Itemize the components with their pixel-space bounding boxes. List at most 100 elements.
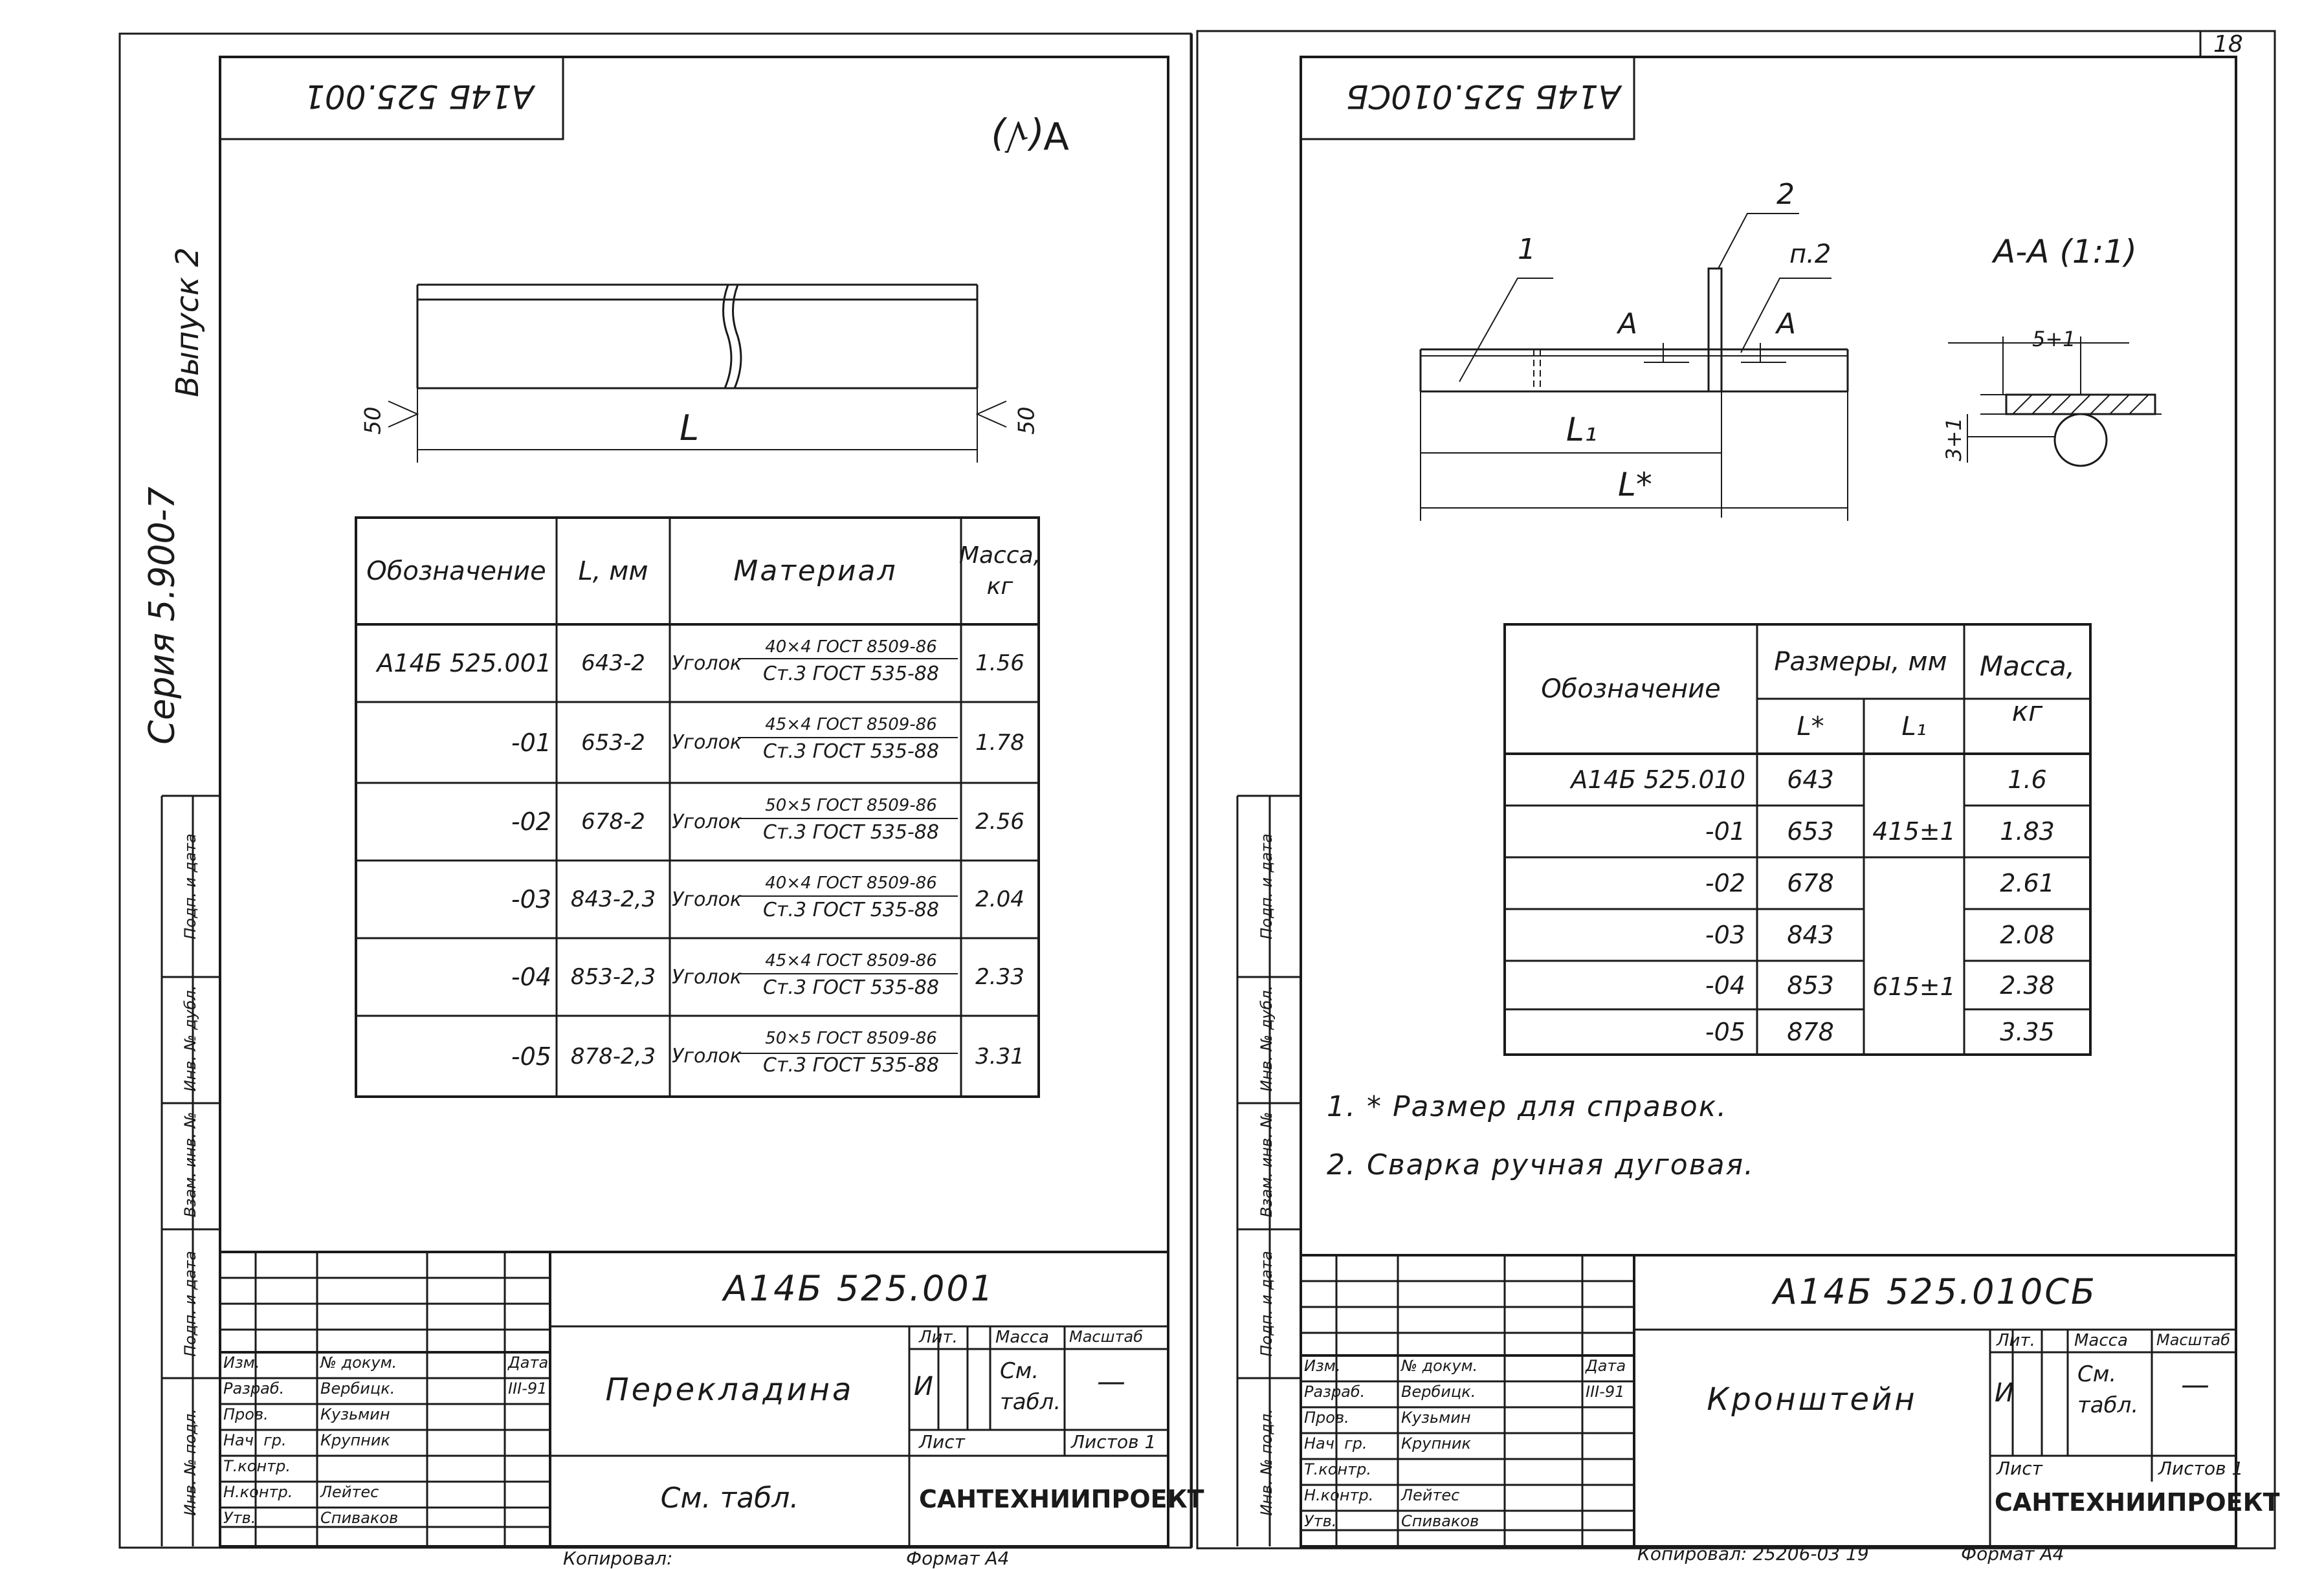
left-lit-header: Лит. <box>919 1328 958 1347</box>
table-row-designation: -03 <box>1705 921 1745 949</box>
side-stamp-label: Инв. № подл. <box>181 1409 199 1516</box>
stamp-role: Разраб. <box>223 1379 285 1398</box>
weld-right-label: 50 <box>1013 406 1040 435</box>
stamp-name: Вербицк. <box>320 1379 395 1398</box>
right-scale-value: — <box>2181 1368 2209 1401</box>
table-row-material-top: 50×5 ГОСТ 8509-86 <box>765 1029 937 1048</box>
stamp-role: Утв. <box>1304 1512 1337 1530</box>
table-row-mass: 1.56 <box>975 650 1024 676</box>
table-row-material-prefix: Уголок <box>672 888 742 911</box>
dim-l1-label: L₁ <box>1566 411 1597 448</box>
table-row-designation: -02 <box>1705 869 1745 897</box>
stamp-name: Лейтес <box>320 1483 379 1501</box>
right-mass-value: См. табл. <box>2077 1361 2139 1418</box>
left-mass-header: Масса <box>995 1328 1049 1347</box>
table-row-length: 643-2 <box>581 650 645 676</box>
stamp-role: Н.контр. <box>1304 1486 1374 1504</box>
stamp-name: Крупник <box>320 1431 390 1449</box>
issue-label: Выпуск 2 <box>170 247 206 397</box>
left-table-header-designation: Обозначение <box>366 556 546 586</box>
right-scale-header: Масштаб <box>2156 1331 2231 1349</box>
note-1: 1. * Размер для справок. <box>1327 1090 1728 1123</box>
left-sheets-label: Листов 1 <box>1071 1431 1156 1453</box>
left-footer-copied: Копировал: <box>563 1548 673 1569</box>
table-row-mass: 2.08 <box>2000 921 2055 949</box>
table-row-mass: 1.6 <box>2008 765 2047 794</box>
right-lit-value: И <box>1995 1378 2014 1408</box>
right-sheet-label: Лист <box>1997 1458 2042 1479</box>
stamp-role: Нач. гр. <box>223 1431 287 1449</box>
table-row-length: 653-2 <box>581 729 645 756</box>
table-row-material-top: 50×5 ГОСТ 8509-86 <box>765 796 937 815</box>
left-table-header-mass: Масса, кг <box>958 542 1041 600</box>
stamp-role: Т.контр. <box>223 1457 291 1475</box>
table-row-designation: -03 <box>511 885 551 914</box>
table-row-length: 843-2,3 <box>570 886 656 912</box>
roughness-mark: ∀(√) <box>990 113 1069 157</box>
stamp-name: Лейтес <box>1401 1486 1460 1504</box>
note-2: 2. Сварка ручная дуговая. <box>1327 1148 1755 1181</box>
table-row-mass: 2.56 <box>975 809 1024 835</box>
leader-1: 1 <box>1518 233 1536 266</box>
table-row-designation: -04 <box>511 963 551 991</box>
stamp-role: Изм. <box>1304 1357 1341 1375</box>
table-row-designation: -02 <box>511 807 551 836</box>
dim-weld-top: 5+1 <box>2032 327 2076 351</box>
series-label: Серия 5.900-7 <box>141 487 183 745</box>
left-sheet-label: Лист <box>919 1431 965 1453</box>
table-row-material-prefix: Уголок <box>672 731 742 754</box>
section-a-right: А <box>1776 307 1797 340</box>
stamp-role: Т.контр. <box>1304 1460 1372 1478</box>
right-mass-header: Масса <box>2074 1331 2128 1350</box>
section-a-left: А <box>1618 307 1638 340</box>
table-row-material-prefix: Уголок <box>672 965 742 989</box>
table-row-l: 878 <box>1787 1018 1834 1046</box>
stamp-name: Вербицк. <box>1401 1383 1476 1401</box>
stamp-role: Нач. гр. <box>1304 1434 1367 1453</box>
left-table-header-material: Материал <box>733 554 898 587</box>
table-row-designation: А14Б 525.001 <box>377 649 551 677</box>
table-row-designation: А14Б 525.010 <box>1571 765 1745 794</box>
right-table-header-l1: L₁ <box>1901 711 1927 741</box>
side-stamp-label: Инв. № подл. <box>1257 1409 1276 1516</box>
stamp-date: III-91 <box>508 1379 548 1398</box>
table-row-designation: -01 <box>1705 817 1745 846</box>
left-table-header-length: L, мм <box>578 556 648 586</box>
table-row-mass: 3.35 <box>2000 1018 2055 1046</box>
stamp-date: Дата <box>508 1354 549 1372</box>
stamp-role: Н.контр. <box>223 1483 293 1501</box>
table-row-mass: 2.04 <box>975 886 1024 912</box>
table-row-l: 843 <box>1787 921 1834 949</box>
table-row-material-top: 45×4 ГОСТ 8509-86 <box>765 951 937 971</box>
table-row-material-bottom: Ст.3 ГОСТ 535-88 <box>763 1054 939 1077</box>
table-row-l: 853 <box>1787 971 1834 1000</box>
dim-l-label: L <box>680 408 700 448</box>
table-row-mass: 2.33 <box>975 964 1024 990</box>
right-table-header-designation: Обозначение <box>1541 674 1721 704</box>
weld-left-label: 50 <box>360 406 386 435</box>
stamp-date: III-91 <box>1586 1383 1625 1401</box>
right-lit-header: Лит. <box>1997 1331 2035 1350</box>
right-stamp-code: А14Б 525.010СБ <box>1346 78 1621 115</box>
table-row-mass: 3.31 <box>975 1043 1024 1070</box>
right-title-name: Кронштейн <box>1707 1381 1918 1418</box>
left-stamp-code: А14Б 525.001 <box>304 78 534 115</box>
stamp-name: № докум. <box>1401 1357 1478 1375</box>
table-row-material-bottom: Ст.3 ГОСТ 535-88 <box>763 899 939 921</box>
table-row-material-bottom: Ст.3 ГОСТ 535-88 <box>763 821 939 844</box>
section-label: А-А (1:1) <box>1993 233 2137 270</box>
table-row-length: 678-2 <box>581 809 645 835</box>
table-row-material-prefix: Уголок <box>672 1045 742 1068</box>
stamp-date: Дата <box>1586 1357 1626 1375</box>
table-row-material-prefix: Уголок <box>672 810 742 833</box>
left-org: САНТЕХНИИПРОЕКТ <box>919 1485 1204 1513</box>
right-table-header-sizes: Размеры, мм <box>1774 646 1947 677</box>
page-number: 18 <box>2213 31 2243 58</box>
weld-mark: п.2 <box>1789 239 1832 269</box>
stamp-name: Кузьмин <box>320 1405 390 1423</box>
side-stamp-label: Подп. и дата <box>1257 833 1276 939</box>
table-row-mass: 2.61 <box>2000 869 2055 897</box>
table-row-material-bottom: Ст.3 ГОСТ 535-88 <box>763 740 939 763</box>
right-org: САНТЕХНИИПРОЕКТ <box>1995 1488 2280 1517</box>
table-row-length: 853-2,3 <box>570 964 656 990</box>
